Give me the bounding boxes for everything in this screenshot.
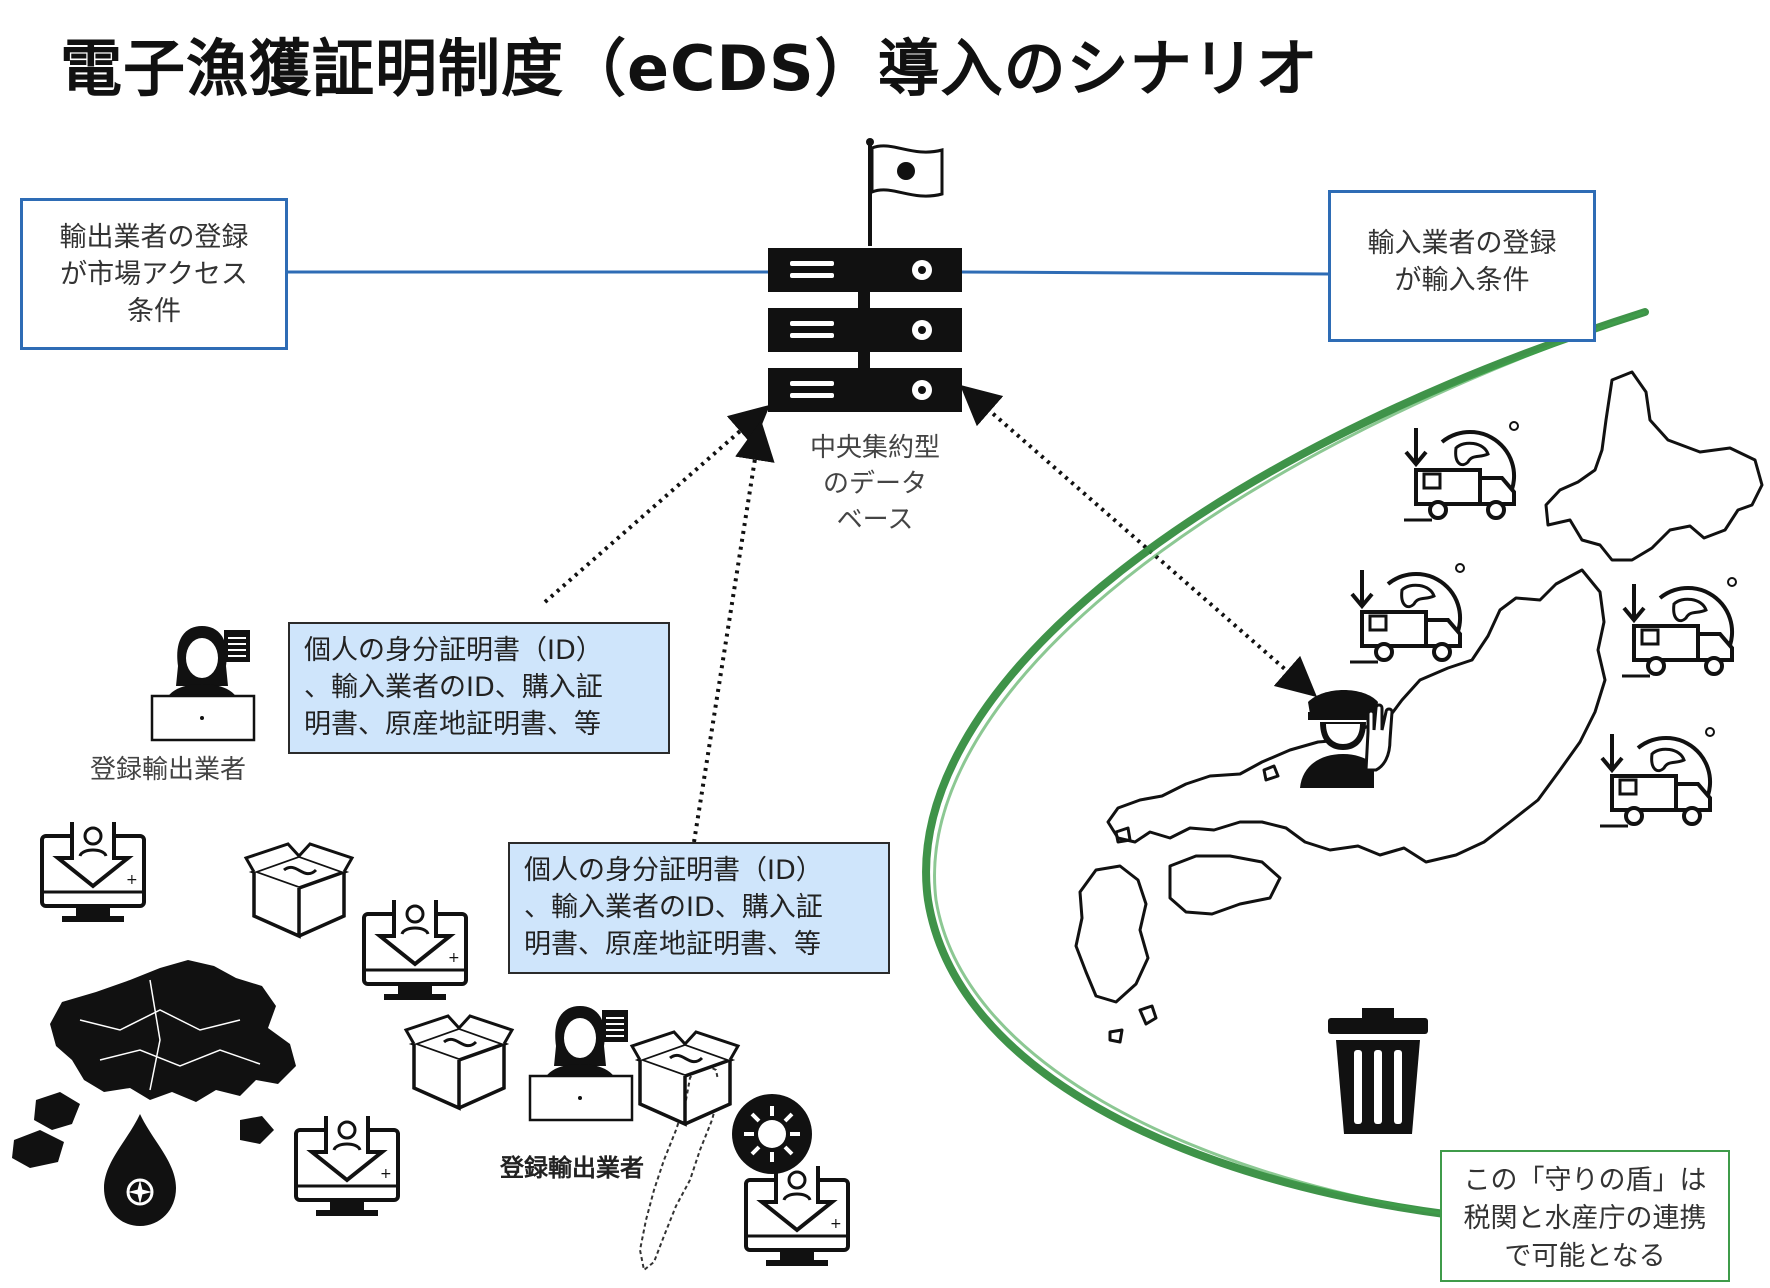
- svg-text:+: +: [448, 950, 460, 966]
- exporter-person-laptop-icon-2: [528, 1006, 634, 1122]
- hongkong-map-lines: [79, 979, 261, 1091]
- shield-caption-line-3: で可能となる: [1504, 1241, 1666, 1272]
- export-condition-line-2: が市場アクセス: [60, 259, 248, 290]
- fish-package-box-icon-2: [403, 1014, 515, 1111]
- import-connector-line: [959, 270, 1331, 276]
- export-condition-line-1: 輸出業者の登録: [59, 222, 249, 253]
- fish-package-box-icon-3: [629, 1030, 741, 1127]
- svg-text:+: +: [380, 1166, 392, 1182]
- trash-bin-icon: [1328, 1008, 1428, 1134]
- shield-arc: [922, 308, 1649, 1219]
- taiwan-emblem-icon: [732, 1094, 812, 1174]
- database-label: 中央集約型 のデータ ベース: [790, 430, 960, 538]
- svg-text:+: +: [830, 1216, 842, 1232]
- import-condition-line-1: 輸入業者の登録: [1367, 228, 1557, 259]
- exporter-label-2: 登録輸出業者: [500, 1154, 644, 1182]
- hongkong-emblem-icon: [104, 1114, 176, 1226]
- import-condition-line-2: が輸入条件: [1394, 265, 1530, 296]
- dotted-arrow-exporter-1: [543, 404, 771, 604]
- id-box-1-line-2: 、輸入業者のID、購入証: [304, 672, 603, 703]
- export-condition-box: 輸出業者の登録 が市場アクセス 条件: [20, 198, 288, 350]
- import-truck-globe-icon-4: [1600, 727, 1715, 828]
- exporter-label-1: 登録輸出業者: [90, 755, 247, 785]
- id-box-2-line-1: 個人の身分証明書（ID）: [524, 855, 823, 886]
- database-label-line-1: 中央集約型: [809, 433, 940, 463]
- database-server-icon: [768, 248, 962, 412]
- page-title: 電子漁獲証明制度（eCDS）導入のシナリオ: [60, 32, 1319, 105]
- shield-caption-line-1: この「守りの盾」は: [1463, 1165, 1707, 1196]
- computer-upload-icon-2: +: [362, 900, 468, 1000]
- japan-flag-icon: [866, 138, 944, 246]
- database-label-line-2: のデータ: [822, 469, 927, 499]
- customs-officer-icon: [1300, 690, 1394, 788]
- svg-text:+: +: [126, 872, 138, 888]
- japan-map: [1074, 370, 1764, 1044]
- id-document-box-2: 個人の身分証明書（ID） 、輸入業者のID、購入証 明書、原産地証明書、等: [508, 842, 890, 974]
- dotted-arrow-exporter-2: [692, 420, 775, 843]
- exporter-person-laptop-icon: [150, 626, 256, 742]
- id-box-1-line-1: 個人の身分証明書（ID）: [304, 635, 603, 666]
- id-box-2-line-3: 明書、原産地証明書、等: [524, 929, 821, 960]
- shield-caption-box: この「守りの盾」は 税関と水産庁の連携 で可能となる: [1440, 1150, 1730, 1282]
- export-condition-line-3: 条件: [127, 296, 181, 327]
- id-box-2-line-2: 、輸入業者のID、購入証: [524, 892, 823, 923]
- computer-upload-icon-1: +: [40, 822, 146, 922]
- import-condition-box: 輸入業者の登録 が輸入条件: [1328, 190, 1596, 342]
- id-document-box-1: 個人の身分証明書（ID） 、輸入業者のID、購入証 明書、原産地証明書、等: [288, 622, 670, 754]
- import-truck-globe-icon-1: [1404, 421, 1519, 522]
- computer-upload-icon-4: +: [744, 1166, 850, 1266]
- shield-arc-inner: [933, 310, 1646, 1217]
- id-box-1-line-3: 明書、原産地証明書、等: [304, 709, 601, 740]
- import-truck-globe-icon-3: [1622, 577, 1737, 678]
- shield-caption-line-2: 税関と水産庁の連携: [1463, 1203, 1707, 1234]
- taiwan-map: [638, 1060, 722, 1272]
- hongkong-map: [12, 960, 296, 1168]
- import-truck-globe-icon-2: [1350, 563, 1465, 664]
- dotted-arrow-customs: [959, 384, 1318, 698]
- database-label-line-3: ベース: [836, 505, 914, 535]
- fish-package-box-icon-1: [243, 842, 355, 939]
- computer-upload-icon-3: +: [294, 1116, 400, 1216]
